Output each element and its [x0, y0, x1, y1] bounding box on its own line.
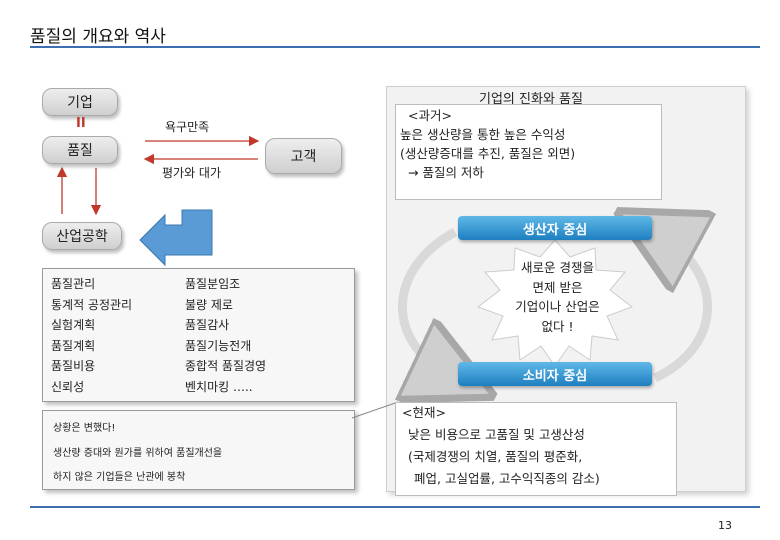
- list-item: 통계적 공정관리: [51, 297, 133, 312]
- list-item: 실험계획: [51, 318, 96, 332]
- burst-line: 기업이나 산업은: [515, 299, 600, 314]
- past-line: (생산량증대를 추진, 품질은 외면): [400, 146, 576, 161]
- equals-sign: II: [76, 116, 86, 131]
- present-heading: <현재>: [402, 405, 446, 420]
- note-line: 하지 않은 기업들은 난관에 봉착: [53, 472, 186, 483]
- consumer-centered-band: 소비자 중심: [458, 362, 652, 386]
- situation-note: 상황은 변했다! 생산량 증대와 원가를 위하여 품질개선을 하지 않은 기업들…: [42, 410, 355, 490]
- burst-line: 없다 !: [541, 318, 574, 334]
- past-heading: <과거>: [408, 108, 452, 123]
- present-box: [395, 402, 677, 496]
- list-item: 종합적 품질경영: [185, 359, 267, 373]
- desire-satisfaction-label: 욕구만족: [165, 120, 210, 134]
- quality-methods-list: 품질관리 통계적 공정관리 실험계획 품질계획 품질비용 신뢰성 품질분임조 불…: [42, 268, 355, 402]
- present-line: (국제경쟁의 치열, 품질의 평준화,: [408, 449, 583, 464]
- note-line: 생산량 증대와 원가를 위하여 품질개선을: [53, 448, 223, 459]
- company-label: 기업: [67, 95, 93, 111]
- list-item: 품질기능전개: [185, 338, 252, 353]
- industrial-engineering-label: 산업공학: [56, 229, 108, 245]
- list-item: 신뢰성: [51, 379, 85, 394]
- page-number: 13: [718, 519, 732, 532]
- quality-box: 품질: [42, 136, 118, 164]
- producer-centered-label: 생산자 중심: [522, 222, 588, 238]
- evaluation-reward-label: 평가와 대가: [162, 166, 222, 180]
- methods-column-2: 품질분임조 불량 제로 품질감사 품질기능전개 종합적 품질경영 벤치마킹 ….…: [185, 274, 266, 397]
- page-title: 품질의 개요와 역사: [30, 27, 166, 47]
- list-item: 품질관리: [51, 277, 96, 291]
- industrial-engineering-box: 산업공학: [42, 222, 122, 250]
- cycle-arrow-left-icon: [403, 228, 456, 378]
- methods-column-1: 품질관리 통계적 공정관리 실험계획 품질계획 품질비용 신뢰성: [51, 274, 132, 397]
- present-line: 폐업, 고실업률, 고수익직종의 감소): [414, 471, 600, 486]
- list-item: 품질분임조: [185, 277, 241, 291]
- burst-line: 새로운 경쟁을: [521, 260, 594, 275]
- list-item: 불량 제로: [185, 297, 233, 312]
- customer-box: 고객: [265, 138, 342, 174]
- title-divider: [30, 46, 760, 48]
- past-line: 높은 생산량을 통한 높은 수익성: [400, 127, 566, 142]
- list-item: 품질비용: [51, 359, 96, 373]
- company-box: 기업: [42, 88, 118, 116]
- consumer-centered-label: 소비자 중심: [522, 368, 588, 384]
- producer-centered-band: 생산자 중심: [458, 216, 652, 240]
- callout-pointer: [351, 401, 399, 419]
- customer-label: 고객: [290, 149, 317, 165]
- bent-arrow-icon: [139, 209, 213, 267]
- past-line: → 품질의 저하: [408, 165, 484, 180]
- burst-text: 새로운 경쟁을 면제 받은 기업이나 산업은 없다 !: [480, 258, 635, 336]
- panel-title: 기업의 진화와 품질: [479, 92, 583, 107]
- footer-divider: [30, 506, 760, 508]
- cycle-arrow-right-icon: [655, 232, 708, 383]
- quality-label: 품질: [67, 143, 93, 159]
- past-box: [395, 104, 662, 200]
- list-item: 벤치마킹 …..: [185, 379, 253, 394]
- burst-line: 면제 받은: [532, 279, 583, 295]
- list-item: 품질계획: [51, 338, 96, 353]
- present-line: 낮은 비용으로 고품질 및 고생산성: [408, 427, 585, 442]
- list-item: 품질감사: [185, 318, 230, 332]
- note-line: 상황은 변했다!: [53, 423, 116, 434]
